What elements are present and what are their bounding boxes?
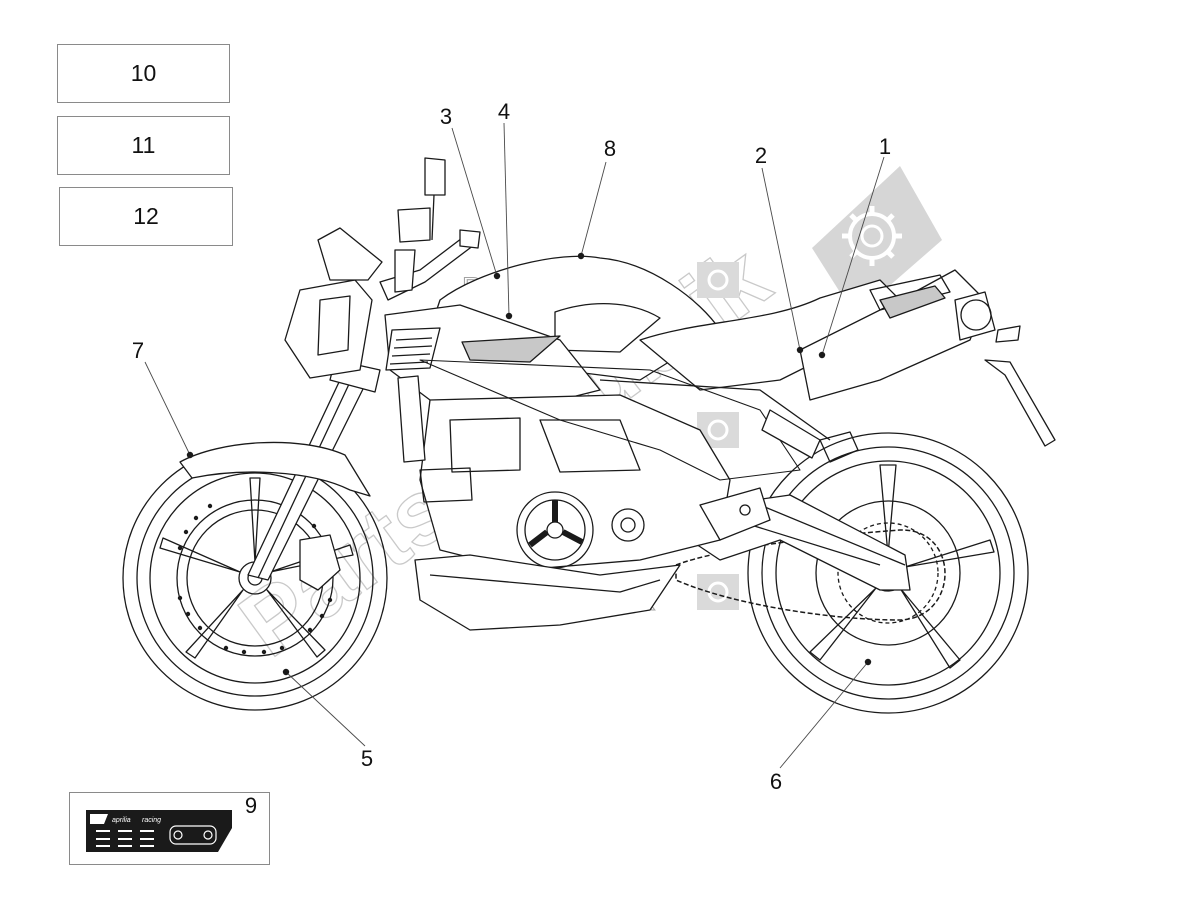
belly-pan (414, 554, 681, 631)
headlight-assembly (284, 227, 383, 379)
callout-1[interactable]: 1 (878, 134, 892, 159)
callout-4[interactable]: 4 (497, 99, 511, 124)
brake-caliper (299, 534, 341, 591)
callout-3[interactable]: 3 (439, 104, 453, 129)
rear-shock (761, 409, 821, 459)
frame (419, 359, 801, 481)
callout-5[interactable]: 5 (360, 746, 374, 771)
tail-stripe (879, 285, 946, 319)
callout-8[interactable]: 8 (603, 136, 617, 161)
decal-9: aprilia racing (86, 810, 232, 852)
license-plate-bracket (984, 359, 1056, 447)
watermark-gear-flag (812, 166, 942, 316)
decal-brand: aprilia (112, 817, 131, 824)
rear-wheel (747, 432, 1029, 714)
engine (419, 394, 731, 571)
callout-6[interactable]: 6 (769, 769, 783, 794)
callout-7[interactable]: 7 (131, 338, 145, 363)
part-box-11[interactable]: 11 (57, 116, 230, 175)
tank-stripe (461, 335, 561, 363)
handlebar (379, 157, 481, 301)
callout-2[interactable]: 2 (754, 143, 768, 168)
air-vent (385, 327, 441, 371)
motorcycle (122, 157, 1056, 714)
part-box-10-label: 10 (130, 60, 157, 86)
part-box-10[interactable]: 10 (57, 44, 230, 103)
footpeg-bracket (699, 487, 771, 541)
leader-lines (144, 122, 885, 769)
callout-9[interactable]: 9 (244, 793, 258, 818)
radiator (397, 375, 426, 463)
part-box-11-label: 11 (131, 132, 156, 158)
leader-dots (186, 252, 872, 676)
part-box-12-label: 12 (133, 203, 159, 229)
decal-subtitle: racing (142, 817, 161, 824)
chain (675, 529, 946, 621)
part-box-12[interactable]: 12 (59, 187, 233, 246)
front-fender (179, 441, 371, 497)
